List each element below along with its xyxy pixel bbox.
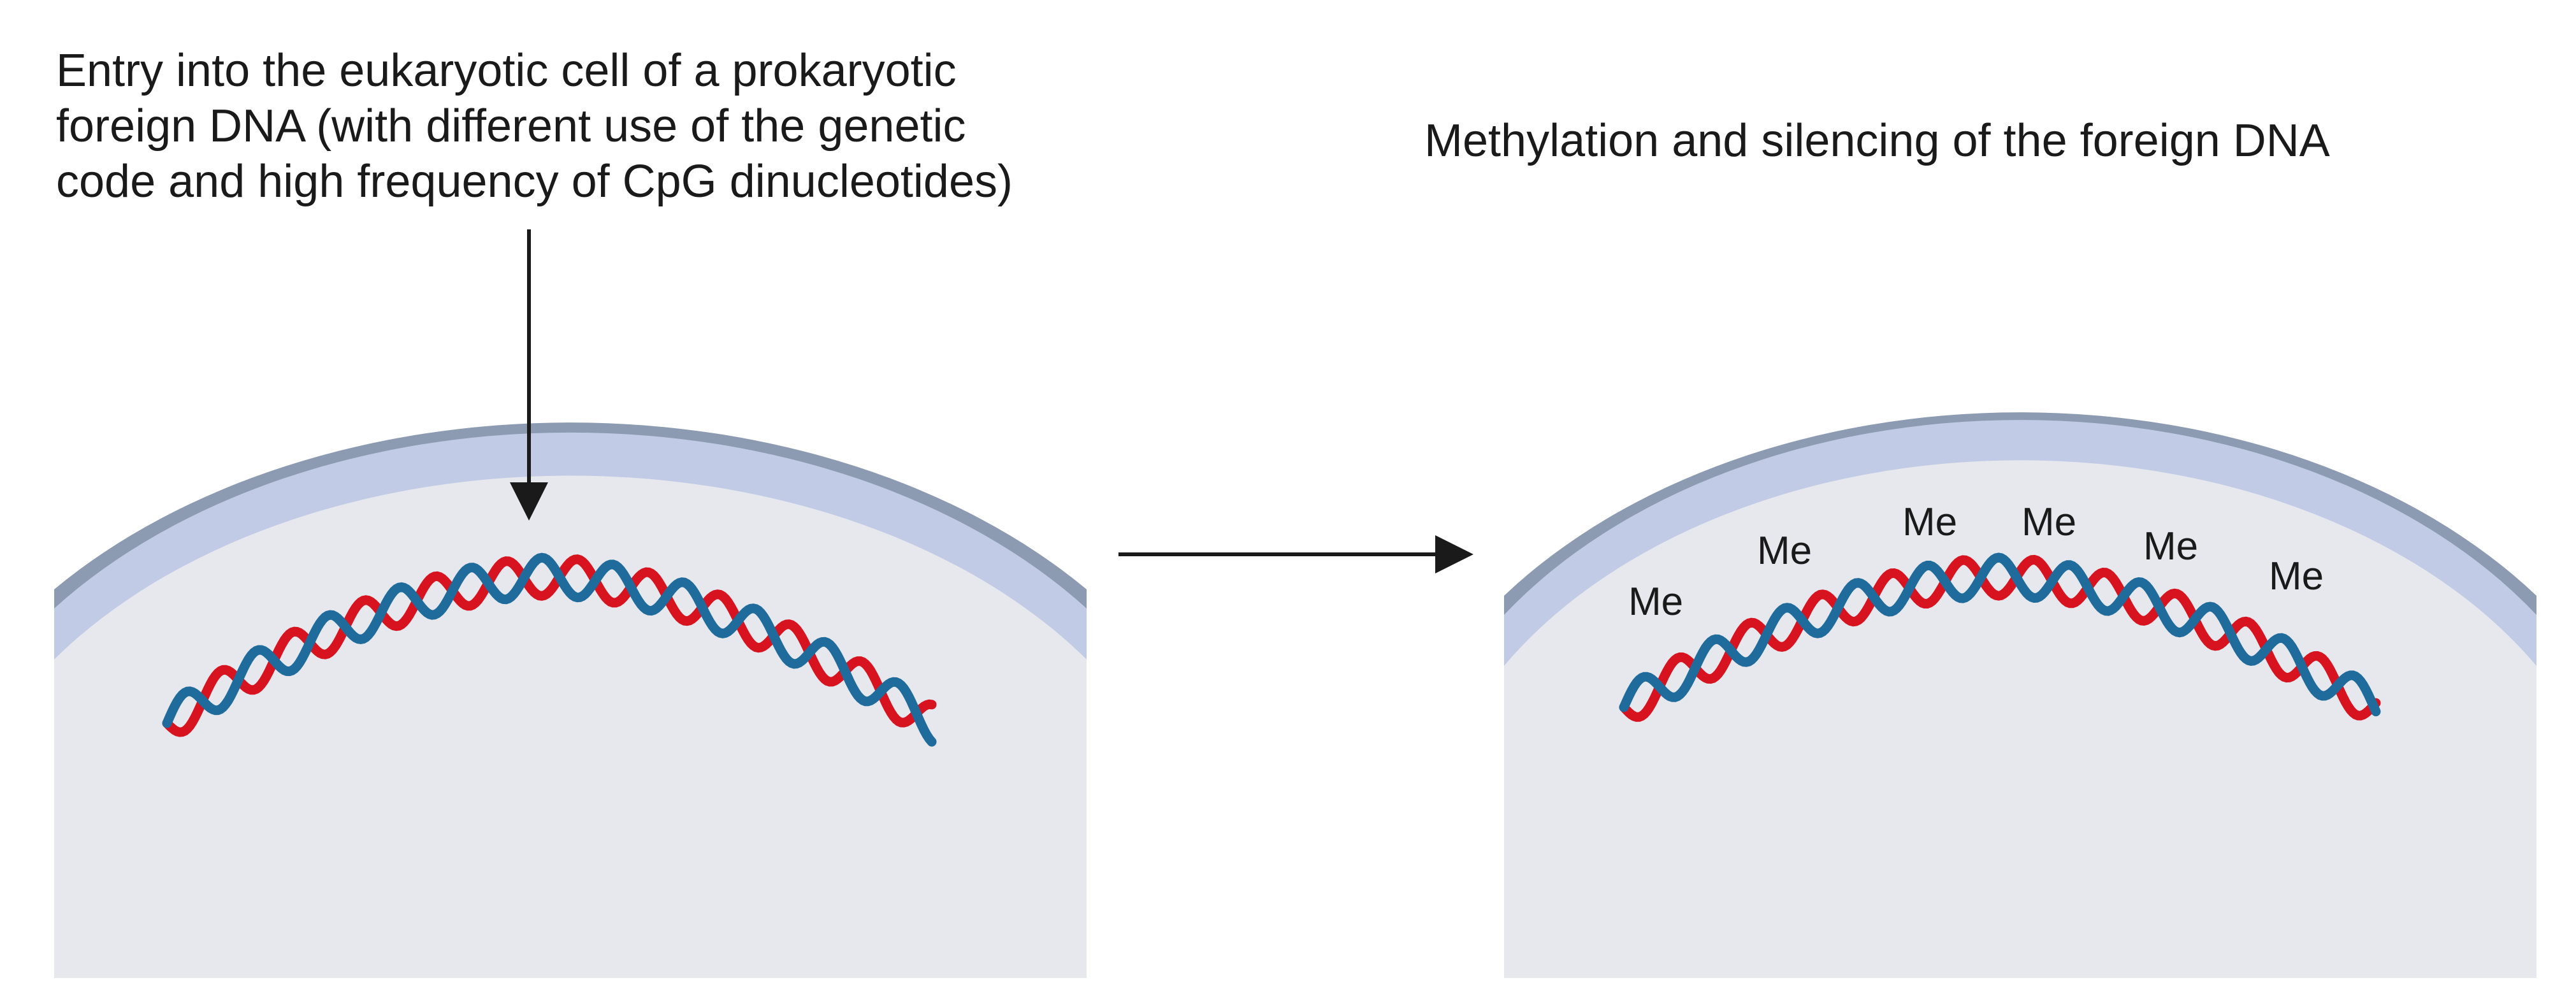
methyl-labels: Me Me Me Me Me Me [1628,500,2324,624]
left-cell [54,422,1087,978]
right-dna-strand-blue [1619,552,2381,717]
left-dna-strand-red [162,554,937,737]
right-caption: Methylation and silencing of the foreign… [1424,115,2330,166]
left-caption-line-2: foreign DNA (with different use of the g… [56,101,966,152]
left-caption: Entry into the eukaryotic cell of a prok… [56,45,1013,207]
methyl-label: Me [1628,580,1683,624]
right-dna-helix [1619,552,2381,722]
methyl-label: Me [1902,500,1957,544]
methyl-label: Me [2022,500,2076,544]
right-dna-strand-red [1619,554,2381,722]
right-cytoplasm [1504,460,2536,978]
right-cell [1504,412,2536,978]
methyl-label: Me [2143,524,2198,568]
left-cytoplasm [54,475,1087,978]
left-dna-helix [162,552,937,747]
left-caption-line-3: code and high frequency of CpG dinucleot… [56,156,1013,207]
left-caption-line-1: Entry into the eukaryotic cell of a prok… [56,45,957,96]
methyl-label: Me [2269,554,2324,598]
methyl-label: Me [1757,529,1812,573]
left-dna-strand-blue [162,552,937,747]
